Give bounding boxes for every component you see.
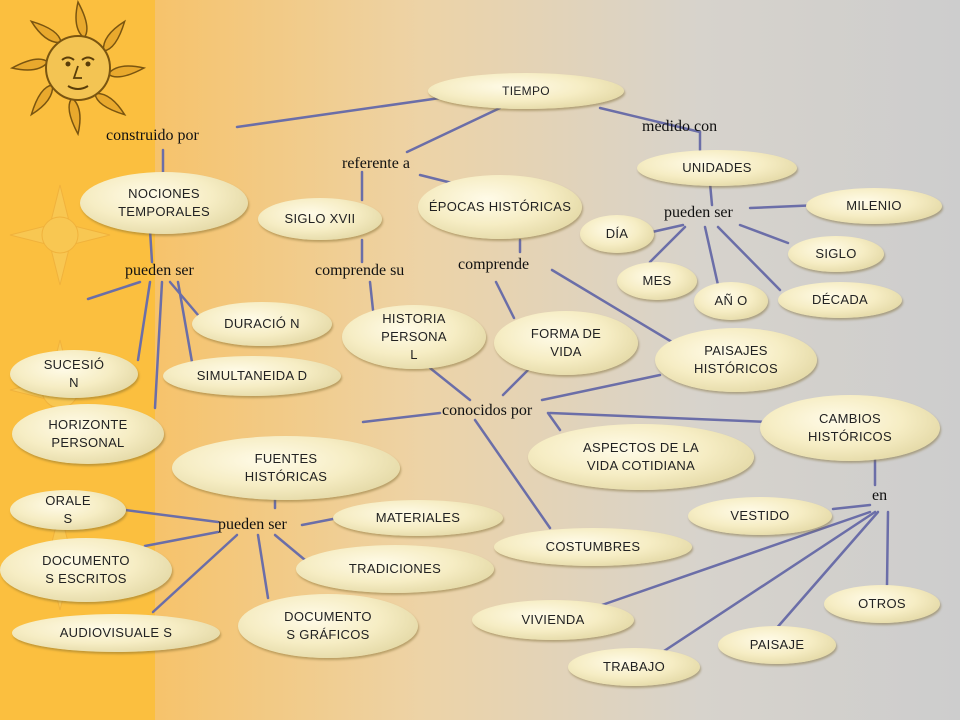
label-comprende: comprende	[458, 256, 530, 273]
node-nociones-temporales: NOCIONES TEMPORALES	[80, 172, 248, 234]
node-vestido: VESTIDO	[688, 497, 832, 535]
label-pueden-ser-fuentes: pueden ser	[218, 516, 287, 533]
label-referente-a: referente a	[342, 155, 410, 172]
node-documentos-graficos: DOCUMENTO S GRÁFICOS	[238, 594, 418, 658]
node-documentos-escritos: DOCUMENTO S ESCRITOS	[0, 538, 172, 602]
sun-face-icon	[9, 0, 147, 137]
node-sucesion: SUCESIÓ N	[10, 350, 138, 398]
node-costumbres: COSTUMBRES	[494, 528, 692, 566]
node-aspectos-vida-cotidiana: ASPECTOS DE LA VIDA COTIDIANA	[528, 424, 754, 490]
node-paisajes-historicos: PAISAJES HISTÓRICOS	[655, 328, 817, 392]
node-unidades: UNIDADES	[637, 150, 797, 186]
node-siglo-xvii: SIGLO XVII	[258, 198, 382, 240]
node-milenio: MILENIO	[806, 188, 942, 224]
node-fuentes-historicas: FUENTES HISTÓRICAS	[172, 436, 400, 500]
label-construido-por: construido por	[106, 127, 199, 144]
node-historia-personal: HISTORIA PERSONA L	[342, 305, 486, 369]
node-orales: ORALE S	[10, 490, 126, 530]
node-simultaneidad: SIMULTANEIDA D	[163, 356, 341, 396]
node-epocas-historicas: ÉPOCAS HISTÓRICAS	[418, 175, 582, 239]
node-trabajo: TRABAJO	[568, 648, 700, 686]
node-decada: DÉCADA	[778, 282, 902, 318]
node-cambios-historicos: CAMBIOS HISTÓRICOS	[760, 395, 940, 461]
node-vivienda: VIVIENDA	[472, 600, 634, 640]
label-pueden-ser-unidades: pueden ser	[664, 204, 733, 221]
node-audiovisuales: AUDIOVISUALE S	[12, 614, 220, 652]
node-paisaje: PAISAJE	[718, 626, 836, 664]
label-en: en	[872, 487, 888, 504]
node-otros: OTROS	[824, 585, 940, 623]
node-ano: AÑ O	[694, 282, 768, 320]
node-mes: MES	[617, 262, 697, 300]
node-dia: DÍA	[580, 215, 654, 253]
label-pueden-ser-nociones: pueden ser	[125, 262, 194, 279]
node-siglo: SIGLO	[788, 236, 884, 272]
node-forma-de-vida: FORMA DE VIDA	[494, 311, 638, 375]
node-tradiciones: TRADICIONES	[296, 545, 494, 593]
node-tiempo: TIEMPO	[428, 73, 624, 109]
node-duracion: DURACIÓ N	[192, 302, 332, 346]
label-comprende-su: comprende su	[315, 262, 405, 279]
node-horizonte-personal: HORIZONTE PERSONAL	[12, 404, 164, 464]
node-materiales: MATERIALES	[333, 500, 503, 536]
label-medido-con: medido con	[642, 118, 718, 135]
label-conocidos-por: conocidos por	[442, 402, 533, 419]
